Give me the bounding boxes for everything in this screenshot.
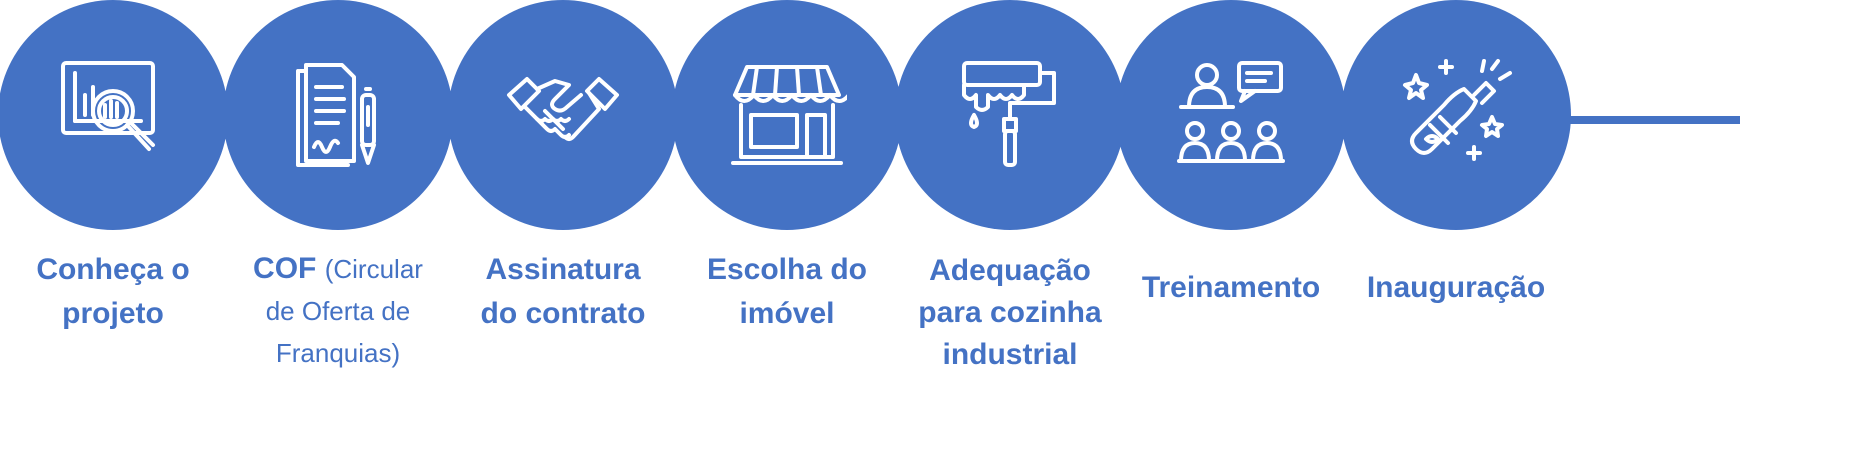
step-circle: [895, 0, 1125, 230]
step-circle: [672, 0, 902, 230]
training-presentation-icon: [1177, 61, 1285, 163]
champagne-celebration-icon: [1403, 59, 1512, 161]
step-cof: COF (Circular de Oferta de Franquias): [208, 0, 468, 454]
storefront-icon: [731, 65, 847, 165]
step-label: COF (Circular de Oferta de Franquias): [253, 252, 423, 368]
step-label: Treinamento: [1141, 271, 1321, 304]
step-circle: [448, 0, 678, 230]
step-circle: [1116, 0, 1346, 230]
handshake-icon: [507, 77, 619, 141]
project-search-icon: [61, 61, 155, 151]
step-circle: [0, 0, 228, 230]
step-treinamento: Treinamento: [1101, 0, 1361, 454]
step-circle: [223, 0, 453, 230]
step-inauguracao: Inauguração: [1326, 0, 1586, 454]
document-pen-icon: [296, 63, 376, 167]
step-label: Inauguração: [1366, 271, 1546, 304]
paint-roller-icon: [962, 61, 1056, 167]
step-circle: [1341, 0, 1571, 230]
